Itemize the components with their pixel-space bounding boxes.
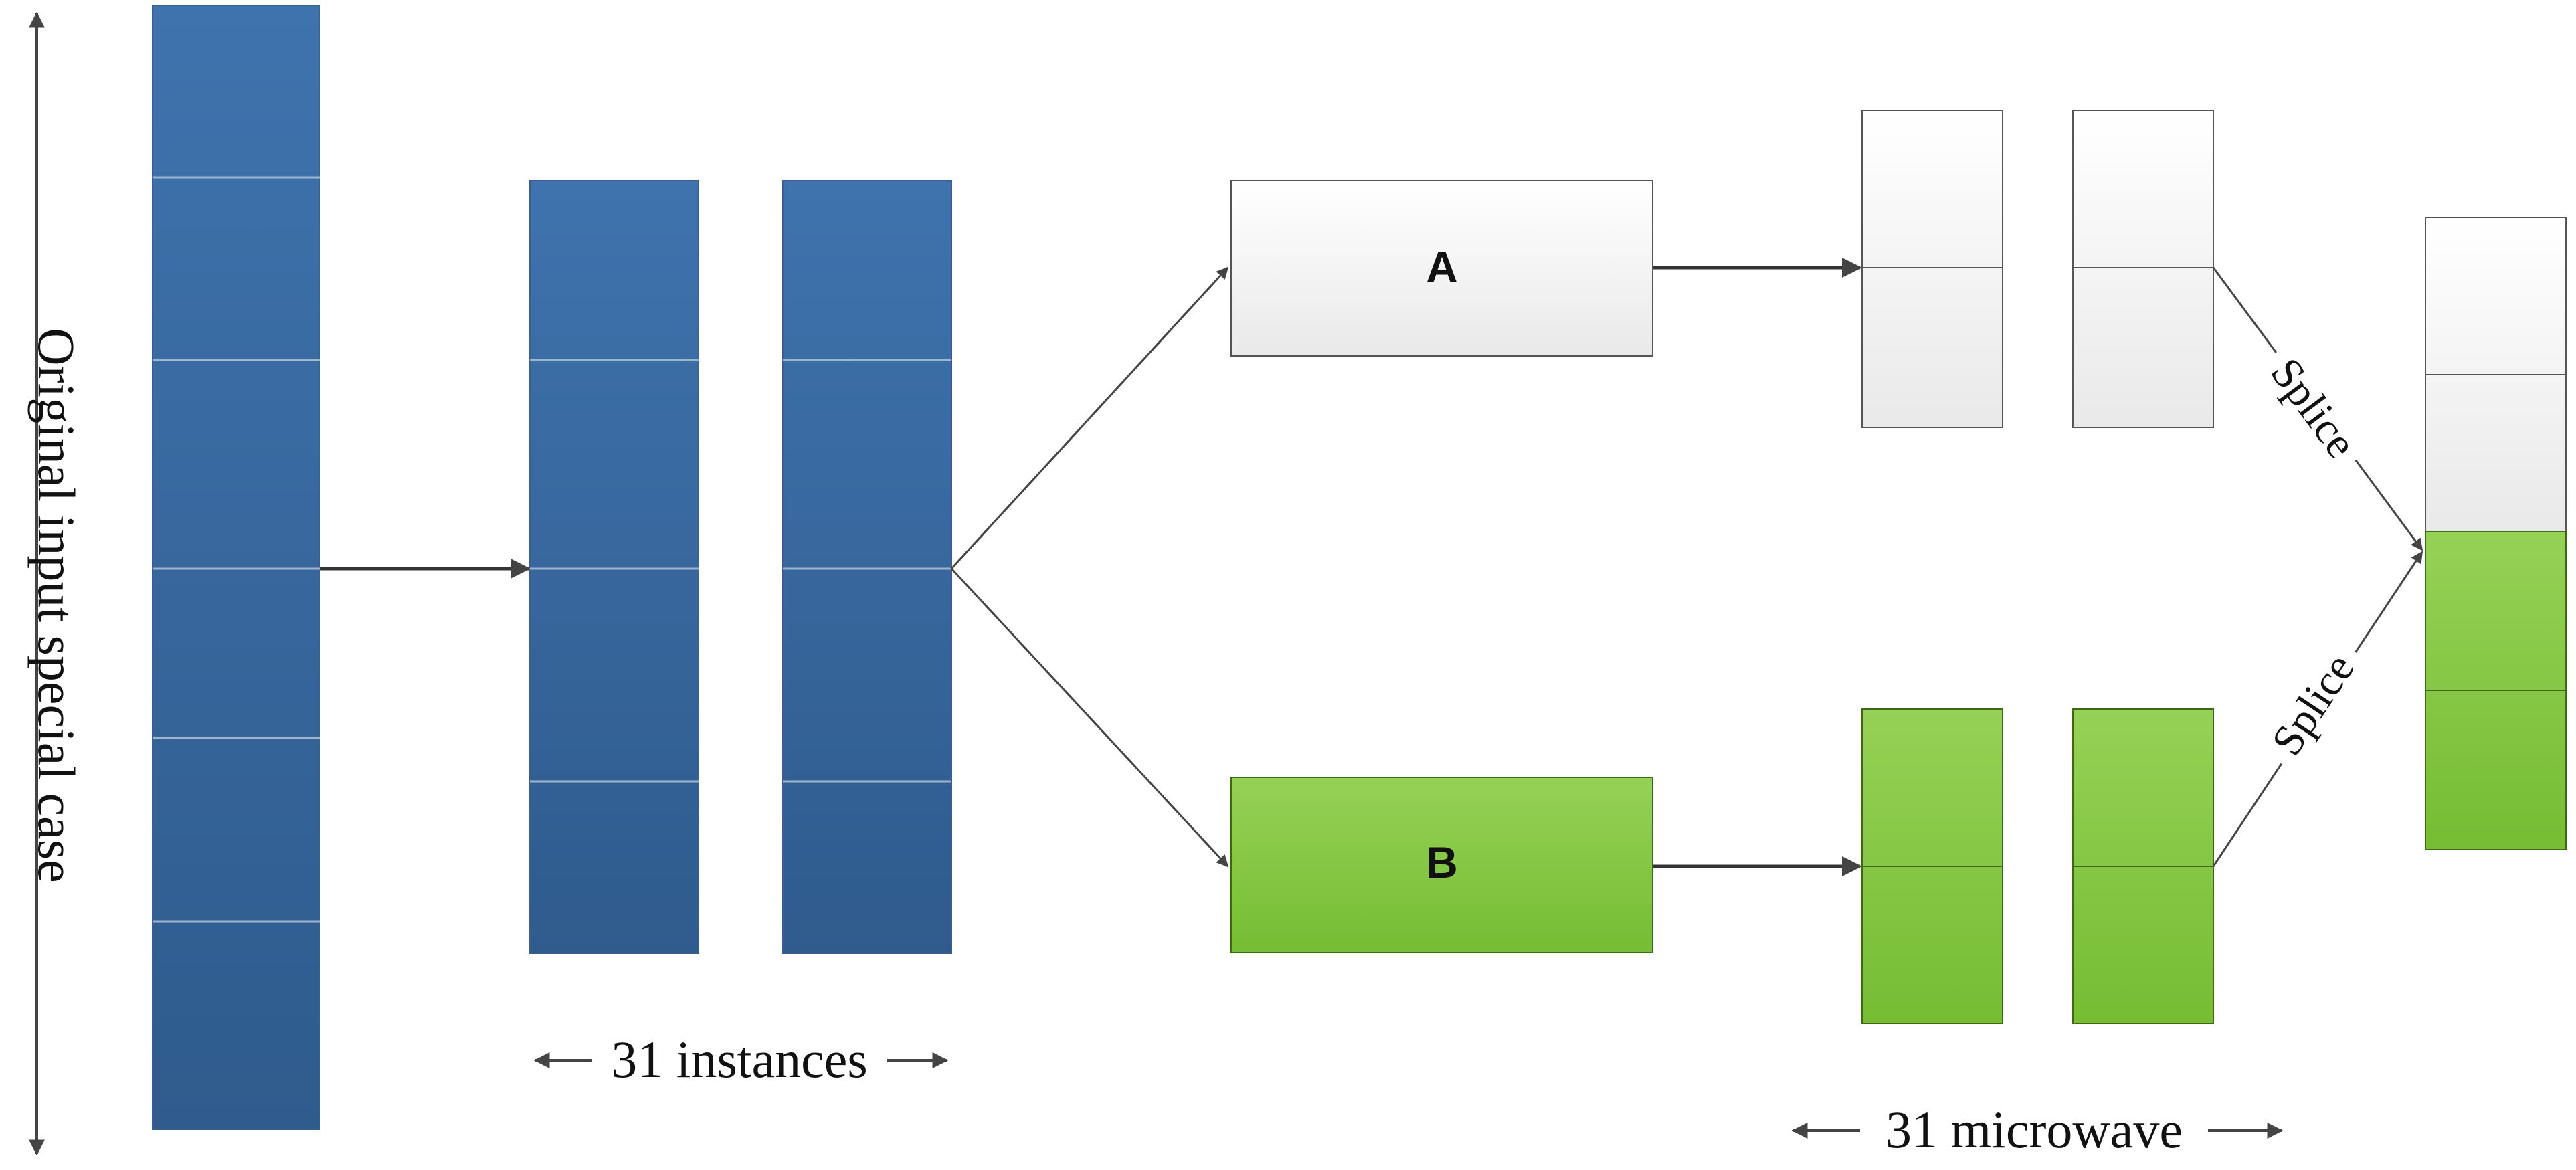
microwave-white-column-2 bbox=[2072, 110, 2214, 428]
arrow-to-b bbox=[950, 567, 1229, 868]
node-a bbox=[1230, 180, 1653, 357]
microwave-label: 31 microwave bbox=[1885, 1100, 2183, 1159]
splice-label-top: Splice bbox=[2261, 349, 2366, 467]
splice-label-bottom: Splice bbox=[2262, 645, 2364, 764]
microwave-white-column-1 bbox=[1861, 110, 2003, 428]
microwave-green-column-2 bbox=[2072, 708, 2214, 1024]
node-a-label: A bbox=[1426, 242, 1458, 292]
node-b-label: B bbox=[1426, 838, 1458, 887]
spliced-output-column bbox=[2425, 217, 2567, 850]
instances-label: 31 instances bbox=[611, 1030, 867, 1088]
instance-column-2 bbox=[782, 180, 952, 954]
microwave-green-column-1 bbox=[1861, 708, 2003, 1024]
vertical-axis-label: Original input special case bbox=[27, 328, 86, 883]
instance-column-1 bbox=[529, 180, 699, 954]
original-input-column bbox=[152, 5, 320, 1130]
arrow-to-a bbox=[950, 266, 1229, 570]
